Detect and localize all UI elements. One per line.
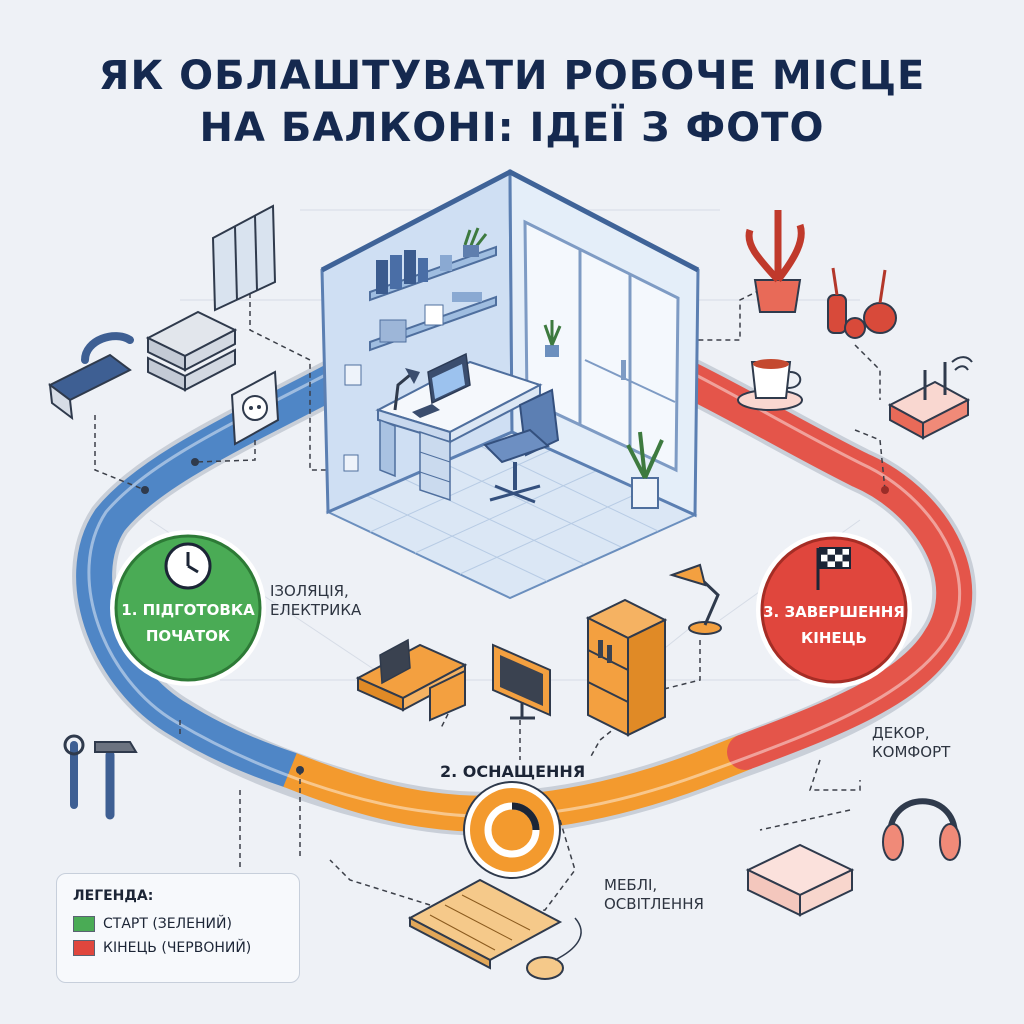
stage-1-subtitle: ПОЧАТОК [145,627,231,645]
stage-1-node [110,530,266,686]
paint-brush-icon [48,332,134,421]
potted-plants [543,320,664,509]
prep-annotation: ІЗОЛЯЦІЯ, ЕЛЕКТРИКА [270,582,362,619]
potted-plant-icon [745,210,805,313]
office-chair [483,388,560,504]
stage-3-label: 3. ЗАВЕРШЕННЯ КІНЕЦЬ [760,602,908,648]
tea-cup-icon [737,359,803,411]
bookshelf-icon [585,598,668,737]
legend-swatch-red [73,940,95,956]
page-title: ЯК ОБЛАШТУВАТИ РОБОЧЕ МІСЦЕ НА БАЛКОНІ: … [0,50,1024,154]
stage-1-label: 1. ПІДГОТОВКА ПОЧАТОК [118,600,258,646]
stage-3-title: 3. ЗАВЕРШЕННЯ [763,603,905,621]
title-line-2: НА БАЛКОНІ: ІДЕЇ З ФОТО [199,105,825,151]
stage-3-node [756,532,912,688]
desk-lamp-icon [668,563,722,635]
balcony-window [523,219,680,473]
wall-shelves [369,227,497,352]
window-pane-icon [211,204,277,312]
wall-socket [343,454,359,472]
wifi-router-icon [887,356,973,440]
desk [375,352,543,502]
checkered-flag-icon [816,547,851,590]
clock-icon [164,542,212,590]
legend-swatch-green [73,916,95,932]
mouse-icon [526,917,582,980]
wall-switch [344,364,362,386]
insulation-panels-icon [145,310,238,392]
balcony-room-illustration [320,169,700,600]
finish-annotation: ДЕКОР, КОМФОРТ [872,724,951,761]
tools-icon [63,734,138,820]
legend-item-end: КІНЕЦЬ (ЧЕРВОНИЙ) [73,940,283,956]
equip-annotation: МЕБЛІ, ОСВІТЛЕННЯ [604,876,704,913]
title-line-1: ЯК ОБЛАШТУВАТИ РОБОЧЕ МІСЦЕ [98,53,926,99]
legend-item-start: СТАРТ (ЗЕЛЕНИЙ) [73,916,283,932]
legend-label-start: СТАРТ (ЗЕЛЕНИЙ) [103,916,232,932]
keyboard-icon [407,878,563,970]
legend-label-end: КІНЕЦЬ (ЧЕРВОНИЙ) [103,940,252,956]
stage-1-title: 1. ПІДГОТОВКА [121,601,255,619]
progress-ring-icon [484,802,540,858]
blanket-icon [745,843,855,917]
monitor-icon [492,643,551,720]
stage-2-label: 2. ОСНАЩЕННЯ [440,762,586,781]
headphones-icon [882,798,961,861]
legend-title: ЛЕГЕНДА: [73,888,154,904]
track-segment-prep [76,362,353,788]
desk-with-laptop-icon [355,638,468,722]
legend: ЛЕГЕНДА: СТАРТ (ЗЕЛЕНИЙ) КІНЕЦЬ (ЧЕРВОНИ… [56,873,300,983]
electrical-socket-icon [230,370,280,446]
vases-icon [827,267,897,339]
track-segment-finish [672,362,973,770]
stage-2-node [463,781,561,879]
stage-3-subtitle: КІНЕЦЬ [801,629,867,647]
